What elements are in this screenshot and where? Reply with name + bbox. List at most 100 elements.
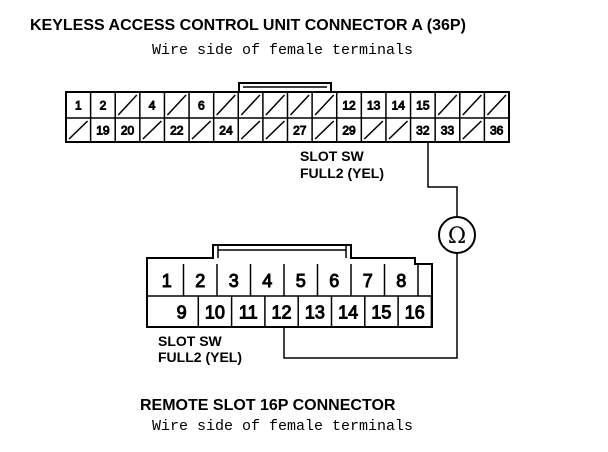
test-wiring <box>283 142 458 359</box>
connector-a-pin-15: 15 <box>416 92 436 118</box>
connector-a-blank-cavity <box>314 92 338 118</box>
ohmmeter-icon: Ω <box>438 216 476 254</box>
connector-a-bottom-row: 19 20 22 24 27 29 32 33 36 <box>68 118 510 142</box>
connector-a-pin-label: 13 <box>367 99 381 113</box>
connector-b-pin-6: 6 <box>329 264 352 296</box>
connector-a-blank-cavity <box>240 92 264 118</box>
connector-b-pin-5: 5 <box>295 264 319 296</box>
connector-a-pin-label: 20 <box>121 124 135 138</box>
connector-a-pin-19: 19 <box>96 118 116 142</box>
connector-a-pin-1: 1 <box>74 92 92 118</box>
connector-b-pin-label: 14 <box>338 303 358 323</box>
connector-a-pin-label: 24 <box>219 124 233 138</box>
connector-a-pin-label: 6 <box>198 99 205 113</box>
connector-a-pin-12: 12 <box>342 92 363 118</box>
connector-b-pin-label: 16 <box>405 303 425 323</box>
connector-b-pin-2: 2 <box>195 264 218 296</box>
connector-b-pin-10: 10 <box>204 296 233 327</box>
connector-a-blank-cavity <box>216 92 240 118</box>
connector-a-label-line2: FULL2 (YEL) <box>300 165 384 181</box>
connector-b-pin-label: 1 <box>162 271 172 291</box>
connector-a-blank-cavity <box>117 92 141 118</box>
connector-b-pin-1: 1 <box>161 264 185 296</box>
connector-b-pin-9: 9 <box>176 296 200 327</box>
connector-a-blank-cavity <box>462 92 486 118</box>
connector-a-pin-label: 14 <box>392 99 406 113</box>
connector-a-pin-label: 36 <box>490 124 504 138</box>
connector-b-label-line2: FULL2 (YEL) <box>158 349 242 365</box>
connector-a-pin-label: 29 <box>342 124 356 138</box>
connector-a-blank-cavity <box>462 118 486 142</box>
connector-b-pin-13: 13 <box>304 296 333 327</box>
connector-b-pin-label: 13 <box>305 303 325 323</box>
connector-b-pin-12: 12 <box>271 296 299 327</box>
connector-a-subtitle: Wire side of female terminals <box>152 42 413 59</box>
connector-a-blank-cavity <box>166 92 190 118</box>
connector-a-pin-14: 14 <box>391 92 412 118</box>
connector-a-blank-cavity <box>314 118 338 142</box>
connector-a-pin-label: 27 <box>293 124 307 138</box>
connector-b-bottom-row: 9 10 11 12 13 14 15 16 <box>176 296 433 327</box>
connector-b-pin-label: 3 <box>229 271 239 291</box>
connector-b-body <box>146 244 433 328</box>
connector-a-pin-6: 6 <box>198 92 215 118</box>
connector-a-blank-cavity <box>437 92 461 118</box>
connector-a-blank-cavity <box>289 92 313 118</box>
connector-b-pin-8: 8 <box>396 264 419 296</box>
connector-a-blank-cavity <box>265 118 289 142</box>
connector-a-pin-32: 32 <box>416 118 436 142</box>
connector-a-pin-label: 2 <box>100 99 107 113</box>
connector-a-pin-29: 29 <box>342 118 363 142</box>
connector-a-pin-20: 20 <box>120 118 141 142</box>
connector-b-pin-15: 15 <box>371 296 399 327</box>
connector-b-pin-label: 9 <box>177 303 187 323</box>
connector-b-pin-label: 8 <box>396 271 406 291</box>
connector-b-pin-label: 6 <box>329 271 339 291</box>
connector-b-pin-label: 15 <box>371 303 391 323</box>
wire-meter-to-b <box>283 253 458 359</box>
wire-a-to-meter <box>427 142 458 217</box>
connector-a-pin-33: 33 <box>440 118 461 142</box>
connector-b-subtitle: Wire side of female terminals <box>152 418 413 435</box>
connector-b-pin-16: 16 <box>404 296 433 327</box>
connector-a-pin-24: 24 <box>219 118 240 142</box>
connector-b-pin-7: 7 <box>362 264 386 296</box>
connector-b-pin-label: 11 <box>239 303 258 323</box>
connector-a-pin-label: 19 <box>96 124 110 138</box>
connector-a-blank-cavity <box>240 118 264 142</box>
connector-b-pin-label: 2 <box>195 271 205 291</box>
connector-b-pin-label: 7 <box>363 271 373 291</box>
connector-b-pin-label: 10 <box>205 303 225 323</box>
connector-b-label-line1: SLOT SW <box>158 333 223 349</box>
connector-a-latch <box>238 82 332 92</box>
connector-a-pin-36: 36 <box>490 118 510 142</box>
connector-a-pin-4: 4 <box>148 92 166 118</box>
connector-a-pin-27: 27 <box>293 118 313 142</box>
connector-a-pin-13: 13 <box>366 92 387 118</box>
connector-a-pin-label: 33 <box>441 124 455 138</box>
connector-a-label-line1: SLOT SW <box>300 148 365 164</box>
connector-a-blank-cavity <box>191 118 215 142</box>
connector-a-title: KEYLESS ACCESS CONTROL UNIT CONNECTOR A … <box>30 17 466 34</box>
connector-b-pin-14: 14 <box>338 296 366 327</box>
connector-b-title: REMOTE SLOT 16P CONNECTOR <box>140 397 396 414</box>
connector-a-blank-cavity <box>388 118 412 142</box>
connector-b-pin-label: 5 <box>296 271 306 291</box>
connector-a-pin-label: 4 <box>149 99 156 113</box>
connector-a-pin-label: 32 <box>416 124 430 138</box>
connector-b-pin-11: 11 <box>238 296 266 327</box>
connector-a-blank-cavity <box>265 92 289 118</box>
connector-a-blank-cavity <box>68 118 92 142</box>
connector-b-pin-label: 12 <box>272 303 292 323</box>
connector-b-pin-3: 3 <box>228 264 252 296</box>
connector-a-pin-label: 1 <box>75 99 82 113</box>
connector-a-pin-22: 22 <box>170 118 190 142</box>
connector-a-pin-2: 2 <box>99 92 116 118</box>
connector-a-pin-label: 22 <box>170 124 184 138</box>
connector-a-blank-cavity <box>486 92 510 118</box>
